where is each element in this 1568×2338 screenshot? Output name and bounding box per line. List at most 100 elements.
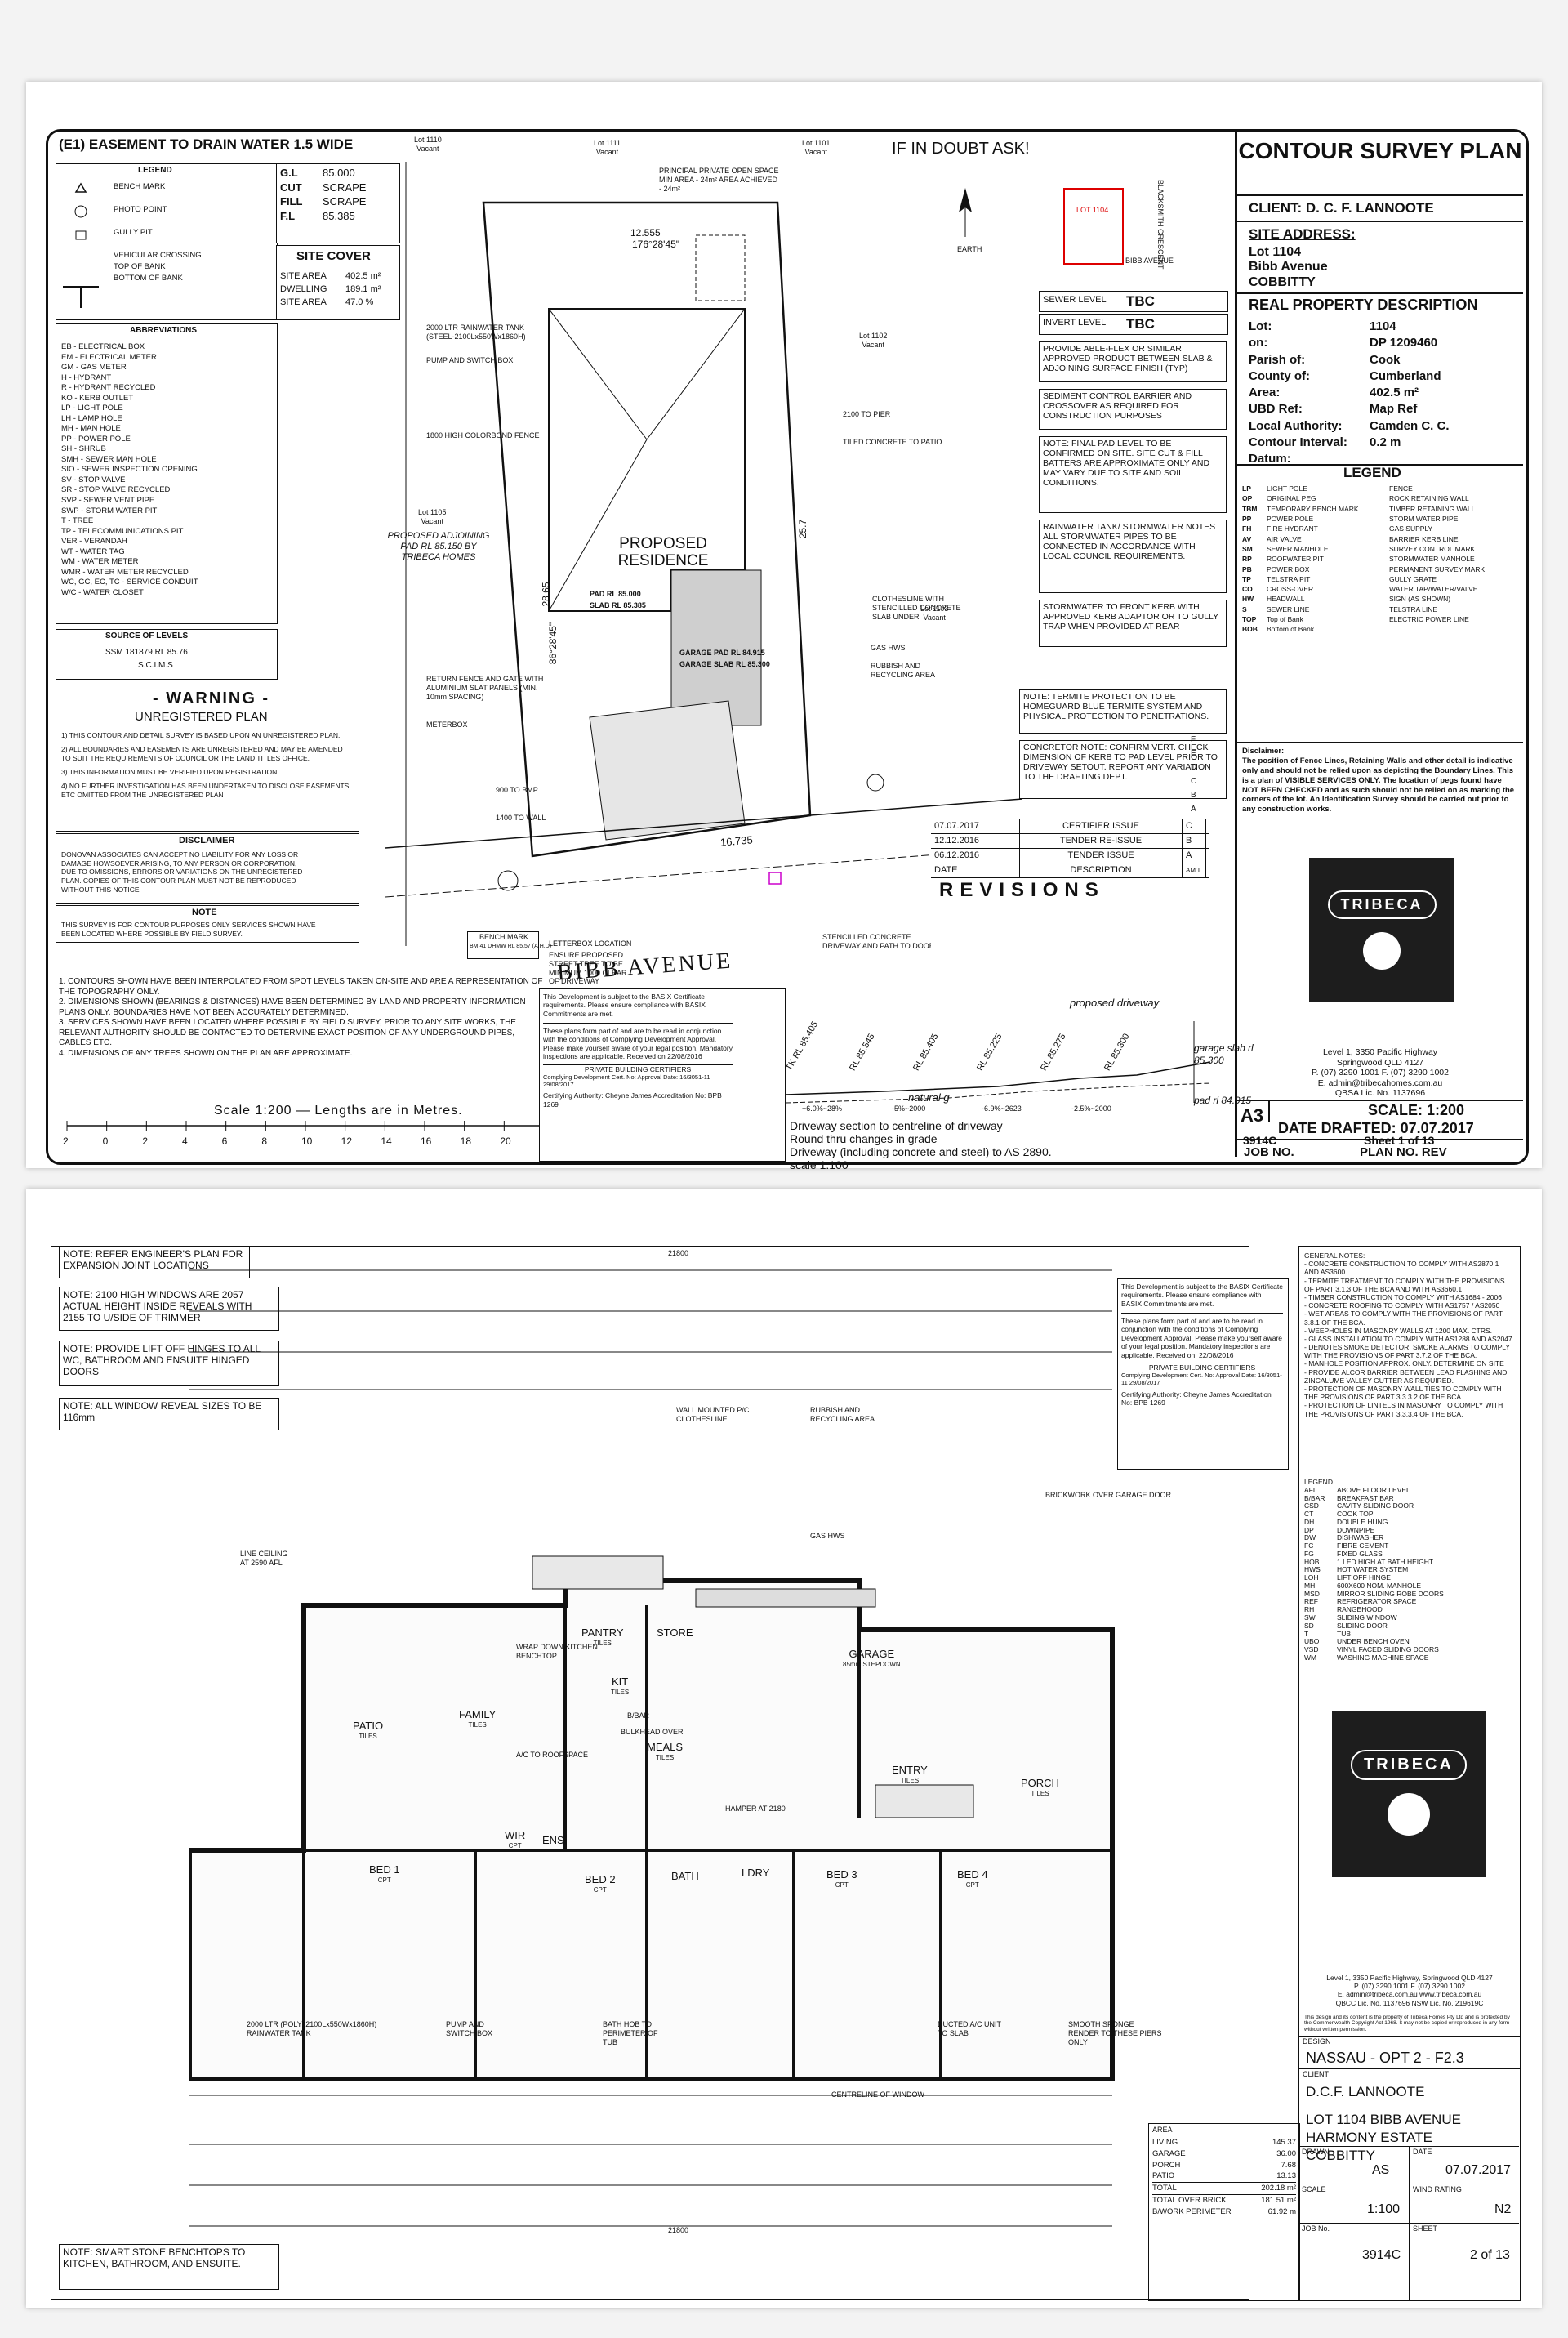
- footnote-2: 2. DIMENSIONS SHOWN (BEARINGS & DISTANCE…: [59, 997, 526, 1017]
- job-no-label: JOB NO.: [1244, 1145, 1294, 1159]
- room-name: BED 3: [826, 1868, 858, 1881]
- sheet-border: [46, 129, 1529, 1165]
- drawn-value: AS: [1372, 2163, 1390, 2177]
- abbreviation-item: SWP - STORM WATER PIT: [61, 506, 158, 515]
- abbreviation-item: H - HYDRANT: [61, 373, 112, 382]
- room-name: PATIO: [353, 1720, 384, 1732]
- sheet2-legend-code: WM: [1304, 1653, 1317, 1662]
- revision-letter: C: [1191, 777, 1197, 786]
- warning-item-3: 3) THIS INFORMATION MUST BE VERIFIED UPO…: [61, 768, 278, 777]
- date-value: 07.07.2017: [1446, 2163, 1512, 2177]
- level-fl-label: F.L: [280, 209, 296, 222]
- invert-level-label: INVERT LEVEL: [1043, 318, 1107, 328]
- open-space-note: PRINCIPAL PRIVATE OPEN SPACE MIN AREA - …: [659, 167, 779, 193]
- garage-slab-label: garage slab rl 85.300: [1194, 1042, 1254, 1066]
- sheet2-legend-desc: REFRIGERATOR SPACE: [1337, 1597, 1417, 1606]
- source-levels-scims: S.C.I.M.S: [138, 661, 173, 670]
- bench-mark-box: BENCH MARK BM 41 DHMW RL 85.57 (A.H.D): [467, 931, 551, 959]
- pump-note: PUMP AND SWITCH BOX: [426, 356, 514, 364]
- scale-tick-label: 2: [142, 1136, 149, 1147]
- sheet2-legend-code: FG: [1304, 1549, 1314, 1558]
- warning-item-2: 2) ALL BOUNDARIES AND EASEMENTS ARE UNRE…: [61, 745, 343, 763]
- sheet2-legend-code: CSD: [1304, 1501, 1319, 1510]
- area-title: AREA: [1152, 2126, 1173, 2134]
- rpd-key: on:: [1249, 336, 1268, 350]
- basix-pbc: PRIVATE BUILDING CERTIFIERS: [543, 1064, 733, 1073]
- area-value: 36.00: [1276, 2148, 1296, 2158]
- easement-label: (E1) EASEMENT TO DRAIN WATER 1.5 WIDE: [59, 136, 354, 152]
- level-gl-value: 85.000: [323, 167, 355, 179]
- room-name: STORE: [657, 1626, 693, 1639]
- job-value-2: 3914C: [1362, 2248, 1401, 2262]
- sheet2-legend-desc: COOK TOP: [1337, 1510, 1374, 1519]
- room-floor: TILES: [593, 1640, 612, 1648]
- scale-tick-label: 8: [261, 1136, 268, 1147]
- room-name: BED 4: [957, 1868, 988, 1881]
- legend-photo-point: PHOTO POINT: [114, 205, 167, 214]
- legend-code: TOP: [1242, 615, 1257, 624]
- room-label: LDRY: [742, 1867, 769, 1880]
- rpd-row: Lot:1104: [1249, 319, 1450, 335]
- abbreviation-item: LP - LIGHT POLE: [61, 404, 123, 413]
- note-box: NOTE THIS SURVEY IS FOR CONTOUR PURPOSES…: [56, 905, 359, 943]
- street-tree-note: ENSURE PROPOSED STREET TREE TO BE MINIMU…: [549, 951, 627, 986]
- sheet2-legend-desc: DOWNPIPE: [1337, 1525, 1375, 1534]
- centreline-label: CENTRELINE OF WINDOW: [831, 2090, 924, 2099]
- legend-desc: Top of Bank: [1267, 615, 1303, 624]
- dimension-2865: 28.65: [540, 582, 552, 607]
- general-note: - DENOTES SMOKE DETECTOR. SMOKE ALARMS T…: [1304, 1343, 1510, 1360]
- source-of-levels: SOURCE OF LEVELS SSM 181879 RL 85.76 S.C…: [56, 629, 278, 680]
- abbreviation-item: WC, GC, EC, TC - SERVICE CONDUIT: [61, 578, 198, 587]
- legend-code: S: [1242, 605, 1247, 614]
- dimension-12555: 12.555: [630, 227, 661, 239]
- general-note: - TERMITE TREATMENT TO COMPLY WITH THE P…: [1304, 1276, 1505, 1293]
- legend-desc-right: STORMWATER MANHOLE: [1389, 555, 1475, 564]
- legend-items: BENCH MARK PHOTO POINT GULLY PIT VEHICUL…: [114, 182, 202, 285]
- rpd-value: 1104: [1370, 319, 1396, 333]
- area-key: LIVING: [1152, 2138, 1178, 2147]
- legend-desc: ORIGINAL PEG: [1267, 494, 1316, 503]
- footnote-3: 3. SERVICES SHOWN HAVE BEEN LOCATED WHER…: [59, 1018, 516, 1047]
- sheet2-legend-code: T: [1304, 1629, 1309, 1638]
- key-plan-lot: LOT 1104: [1063, 188, 1124, 265]
- sheet2-legend-code: LOH: [1304, 1573, 1319, 1582]
- basix-text: This Development is subject to the BASIX…: [543, 993, 706, 1018]
- wind-value: N2: [1494, 2202, 1512, 2216]
- sheet2-legend-desc: BREAKFAST BAR: [1337, 1493, 1394, 1502]
- garage-slab-rl: GARAGE SLAB RL 85.300: [679, 660, 770, 668]
- rpd-value: 0.2 m: [1370, 435, 1401, 449]
- revision-letter: E: [1191, 749, 1196, 758]
- legend-desc: TEMPORARY BENCH MARK: [1267, 504, 1359, 513]
- survey-footnotes: 1. CONTOURS SHOWN HAVE BEEN INTERPOLATED…: [59, 977, 549, 1059]
- abbreviation-item: TP - TELECOMMUNICATIONS PIT: [61, 526, 184, 536]
- legend-code: RP: [1242, 555, 1252, 564]
- floor-plan-drawing: [189, 1269, 1115, 2227]
- legend-desc: TELSTRA PIT: [1267, 574, 1311, 583]
- basix-cert: Complying Development Cert. No: Approval…: [543, 1073, 710, 1089]
- sheet2-legend-code: UBO: [1304, 1637, 1320, 1646]
- legend-code: FH: [1242, 524, 1252, 533]
- site-pct-value: 47.0 %: [345, 297, 374, 307]
- note-engineer: NOTE: REFER ENGINEER'S PLAN FOR EXPANSIO…: [59, 1246, 250, 1278]
- area-value: 13.13: [1276, 2171, 1296, 2181]
- sheet2-legend-desc: ABOVE FLOOR LEVEL: [1337, 1485, 1410, 1494]
- abbreviation-item: LH - LAMP HOLE: [61, 413, 122, 423]
- sheet2-legend-code: MSD: [1304, 1589, 1320, 1598]
- room-floor: TILES: [611, 1689, 630, 1697]
- driveway-notes: Driveway section to centreline of drivew…: [790, 1119, 1052, 1171]
- site-pct-label: SITE AREA: [280, 297, 327, 307]
